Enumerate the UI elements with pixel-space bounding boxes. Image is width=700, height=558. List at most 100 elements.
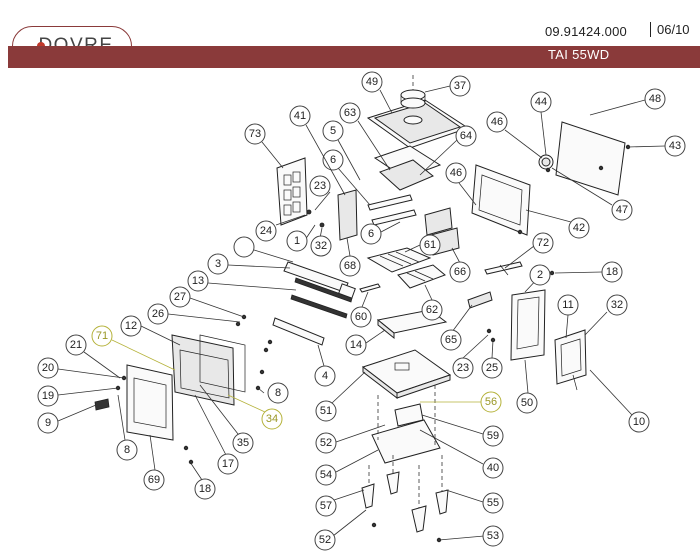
callout-number: 55 [487,497,499,509]
callout: 49 [361,71,393,114]
callout-number: 4 [322,370,328,382]
callout-number: 8 [275,387,281,399]
callout: 56 [420,391,502,413]
callout-number: 13 [192,275,204,287]
callout: 53 [438,525,504,547]
callout: 11 [557,294,579,339]
callout-number: 20 [42,362,54,374]
callout-number: 63 [344,107,356,119]
callout-number: 6 [368,228,374,240]
document-date: 06/10 [650,22,690,37]
callout-number: 62 [426,304,438,316]
callout-number-highlighted: 34 [266,413,278,425]
callout-number: 32 [611,299,623,311]
callout-number: 66 [454,266,466,278]
callout-number: 32 [315,240,327,252]
callout-number: 3 [215,258,221,270]
callout: 17 [194,394,239,475]
callout-number: 18 [606,266,618,278]
callout-number: 40 [487,462,499,474]
callout: 3 [207,253,291,275]
callout: 66 [449,247,471,283]
callout: 23 [452,334,489,379]
callout [233,236,294,263]
callout: 59 [421,414,504,447]
callout-number: 6 [330,154,336,166]
callout: 34 [227,394,283,430]
callout-number: 41 [294,110,306,122]
callout-number: 21 [70,339,82,351]
callout: 40 [419,429,504,479]
callout-number: 43 [669,140,681,152]
model-name: TAI 55WD [548,47,610,62]
callout-number: 12 [125,320,137,332]
callout: 46 [445,162,477,206]
callout: 12 [120,315,181,346]
stove-parts-drawing [94,75,631,543]
callout-number: 26 [152,308,164,320]
callout: 19 [37,385,119,407]
callout-number: 46 [450,167,462,179]
callout-number: 5 [330,125,336,137]
callout-number: 18 [199,483,211,495]
callout-number: 42 [573,222,585,234]
callout: 24 [255,214,306,242]
callout: 41 [289,105,346,196]
callout: 47 [551,167,633,221]
callout: 9 [37,404,97,434]
callout-number: 69 [148,474,160,486]
callout: 37 [424,75,471,97]
callout-number: 44 [535,96,547,108]
callout: 21 [65,334,121,379]
callout: 54 [315,449,379,486]
document-number: 09.91424.000 [545,24,627,39]
callout: 61 [404,234,441,256]
callout: 64 [419,125,477,176]
callout-number: 9 [45,417,51,429]
callout-number: 52 [320,437,332,449]
callout: 51 [315,371,366,422]
callout-number: 51 [320,405,332,417]
callout-number: 54 [320,469,332,481]
exploded-parts-diagram: 1 2 3 4 5 6 6 8 8 9 10 11 12 13 14 17 18… [37,71,686,551]
callout: 2 [524,264,551,293]
callout: 25 [481,339,503,379]
callout-number: 64 [460,130,472,142]
callout-number: 65 [445,334,457,346]
callout: 13 [187,270,297,292]
callout-number: 46 [491,116,503,128]
callout: 65 [440,304,473,351]
callout-number-highlighted: 71 [96,330,108,342]
callout-number: 48 [649,93,661,105]
callout: 46 [486,111,543,159]
callout: 8 [116,394,138,461]
callout: 62 [421,284,443,321]
callout: 52 [315,424,386,454]
callout: 71 [91,325,176,371]
callout: 35 [199,384,254,454]
callout-number: 24 [260,225,272,237]
callout: 57 [315,489,365,517]
callout: 5 [322,120,361,181]
callout-number: 37 [454,80,466,92]
callout: 42 [525,209,590,239]
callout-number: 1 [294,235,300,247]
callout-number-highlighted: 56 [485,396,497,408]
callout-number: 61 [424,239,436,251]
callout: 23 [309,175,331,211]
callout-number: 23 [314,180,326,192]
callout-number: 35 [237,437,249,449]
callout: 73 [244,123,284,169]
callout-number: 10 [633,416,645,428]
callout-number: 17 [222,458,234,470]
callout: 32 [584,294,628,336]
callout-number: 14 [350,339,362,351]
callout: 20 [37,357,125,379]
callout-number: 68 [344,260,356,272]
callout-number: 27 [174,291,186,303]
callout: 43 [627,135,686,157]
callout: 44 [530,91,552,156]
callout-number: 57 [320,500,332,512]
callout-number: 47 [616,204,628,216]
callout: 4 [314,344,336,387]
